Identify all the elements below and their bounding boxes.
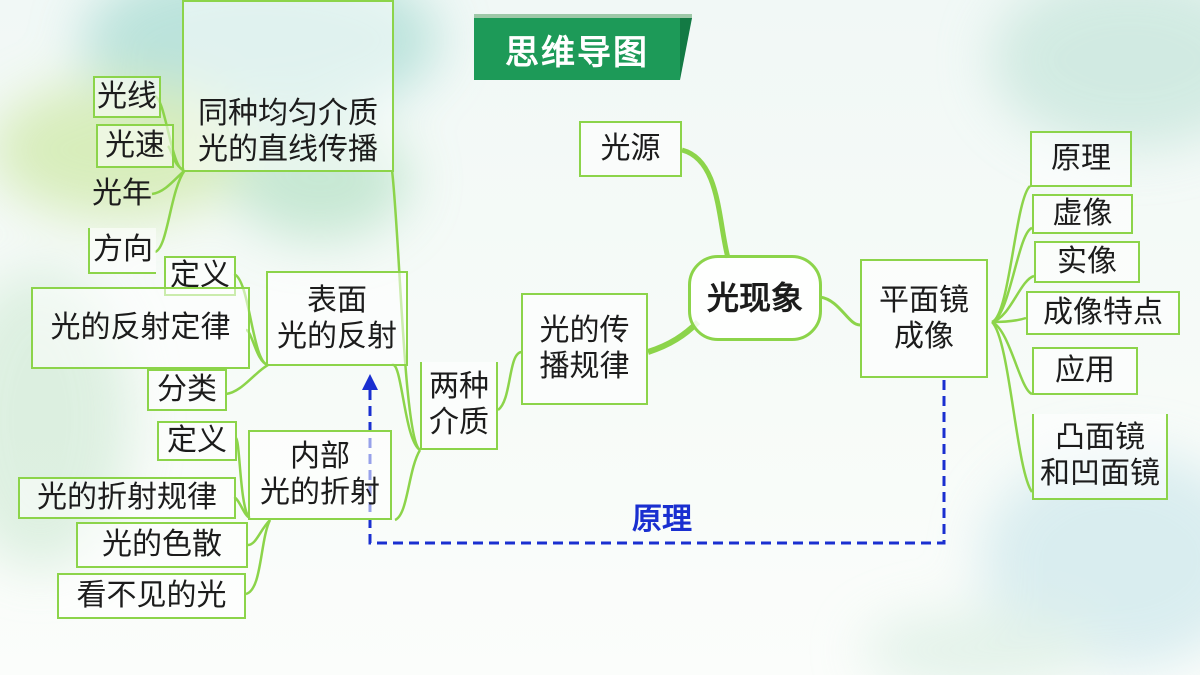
propagation-line-1: 光的传 [539,313,630,348]
center-node: 光现象 [688,255,822,341]
mirror-item-virtual-image: 虚像 [1032,194,1133,234]
refraction-item-label: 光的色散 [102,527,222,562]
plane-mirror-line-1: 平面镜 [879,282,969,318]
refraction-node: 内部 光的折射 [248,430,392,520]
two-media-line-2: 介质 [429,405,489,440]
reflection-item-label: 光的反射定律 [50,310,231,345]
plane-mirror-node: 平面镜 成像 [860,259,988,378]
propagation-line-2: 播规律 [539,349,630,384]
mirror-item-real-image: 实像 [1034,241,1140,283]
reflection-line-2: 光的反射 [277,318,397,354]
straight-item-label: 光年 [92,176,152,211]
title-banner: 思维导图 [474,14,692,84]
refraction-item-dispersion: 光的色散 [76,522,248,568]
propagation-node: 光的传 播规律 [521,293,648,405]
mirror-item-label: 实像 [1057,244,1117,279]
reflection-line-1: 表面 [307,282,367,318]
reflection-item-classification: 分类 [147,369,227,411]
mirror-item-convex-concave: 凸面镜 和凹面镜 [1032,414,1168,500]
refraction-item-label: 看不见的光 [76,578,227,613]
two-media-node: 两种 介质 [420,362,498,450]
refraction-item-definition: 定义 [157,421,237,461]
straight-item-light-year: 光年 [86,172,158,216]
page-title: 思维导图 [474,18,680,80]
mirror-item-label: 成像特点 [1043,295,1163,330]
refraction-item-law: 光的折射规律 [18,477,236,519]
mirror-item-label: 应用 [1055,353,1115,388]
two-media-line-1: 两种 [429,369,489,404]
straight-item-direction: 方向 [88,228,156,274]
convex-line-1: 凸面镜 [1055,420,1145,455]
convex-line-2: 和凹面镜 [1040,456,1160,491]
refraction-line-2: 光的折射 [260,475,380,510]
reflection-item-label: 分类 [157,372,217,407]
straight-item-light-speed: 光速 [96,124,174,168]
mirror-item-image-features: 成像特点 [1026,291,1180,335]
banner-fold [680,18,692,80]
refraction-item-label: 定义 [167,423,227,458]
refraction-line-1: 内部 [290,439,350,474]
mirror-item-label: 虚像 [1052,196,1113,231]
straight-item-label: 光速 [105,128,165,163]
refraction-item-label: 光的折射规律 [37,480,217,515]
straight-item-label: 光线 [97,79,157,114]
principle-label: 原理 [632,502,692,537]
straight-propagation-node: 同种均匀介质 光的直线传播 [182,0,394,172]
mirror-item-label: 原理 [1051,141,1111,176]
reflection-item-law: 光的反射定律 [31,287,250,369]
straight-line-2: 光的直线传播 [198,132,378,167]
banner-top-strip [474,14,692,19]
light-source-node: 光源 [579,121,682,177]
mirror-item-application: 应用 [1032,347,1138,395]
light-source-label: 光源 [600,131,661,166]
straight-item-label: 方向 [93,232,153,267]
plane-mirror-line-2: 成像 [894,318,954,354]
mirror-item-principle: 原理 [1030,131,1132,187]
center-label: 光现象 [706,279,803,317]
reflection-node: 表面 光的反射 [266,271,408,366]
straight-line-1: 同种均匀介质 [198,96,378,131]
straight-item-light-ray: 光线 [93,76,161,118]
refraction-item-invisible-light: 看不见的光 [57,573,246,619]
